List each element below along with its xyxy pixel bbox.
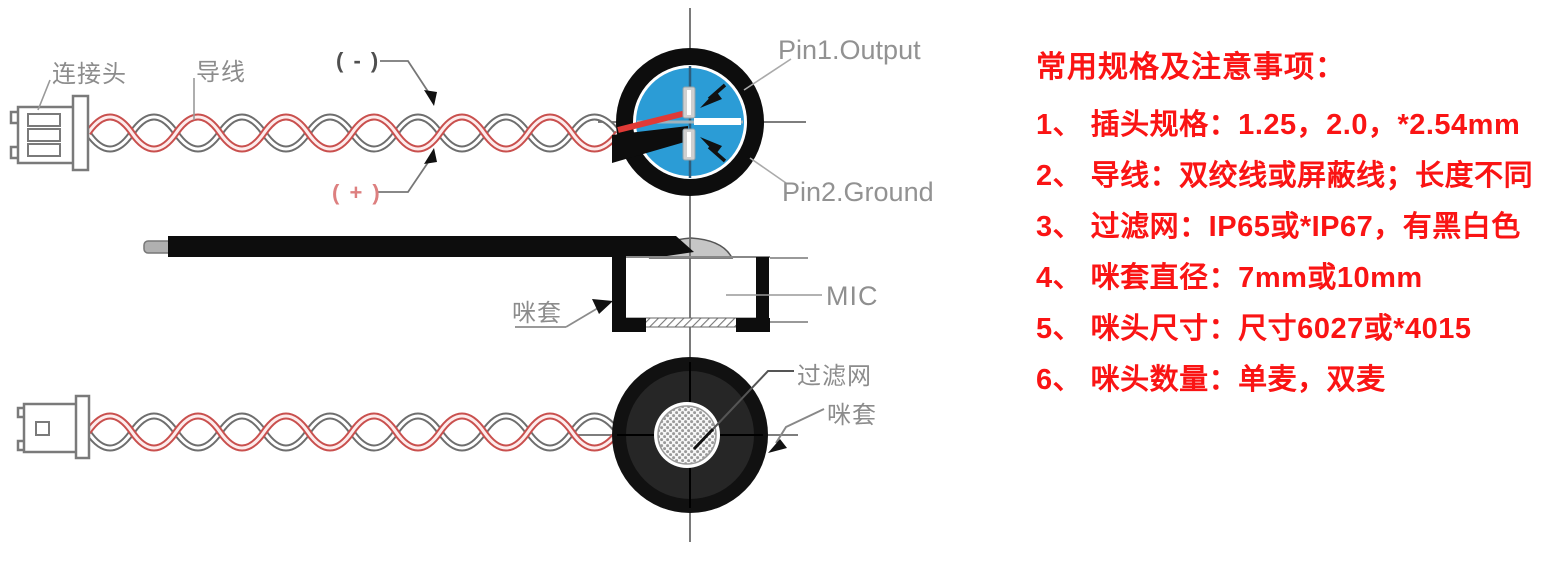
- negative-label: ( - ): [336, 48, 381, 73]
- cross-section-top: [612, 48, 792, 196]
- pin1-output-label: Pin1.Output: [778, 35, 921, 65]
- spec-note-item: 3、 过滤网：IP65或*IP67，有黑白色: [1036, 211, 1521, 243]
- wiring-diagram-svg: [9, 8, 825, 542]
- spec-note-item: 6、 咪头数量：单麦，双麦: [1036, 364, 1386, 396]
- sleeve-label-mid: 咪套: [512, 300, 562, 327]
- cable-tip: [143, 240, 173, 254]
- spec-note-item: 4、 咪套直径：7mm或10mm: [1036, 262, 1423, 294]
- red-conductor: [617, 110, 687, 133]
- spec-notes: 常用规格及注意事项： 1、 插头规格：1.25，2.0，*2.54mm 2、 导…: [1036, 50, 1546, 414]
- connector-bottom: [16, 394, 91, 460]
- connector-leader-line: [37, 79, 51, 111]
- wire-label: 导线: [196, 59, 246, 86]
- mic-label: MIC: [826, 281, 879, 311]
- pin2-leader-line: [749, 157, 787, 184]
- solder-pads: [682, 86, 696, 161]
- filter-leader-line: [712, 370, 794, 430]
- cross-section-bottom: [612, 357, 825, 513]
- filter-mesh-label: 过滤网: [797, 363, 872, 390]
- arrow-to-sleeve-mid: [515, 299, 613, 328]
- spec-notes-title: 常用规格及注意事项：: [1036, 51, 1346, 84]
- twisted-wire-top: [85, 113, 621, 153]
- arrow-to-pin2: [700, 137, 727, 163]
- spec-note-item: 1、 插头规格：1.25，2.0，*2.54mm: [1036, 109, 1521, 141]
- arrow-to-sleeve-bottom: [768, 408, 825, 453]
- black-conductor: [612, 126, 688, 163]
- spec-note-item: 5、 咪头尺寸：尺寸6027或*4015: [1036, 313, 1472, 345]
- connector-top: [9, 94, 90, 172]
- connector-label: 连接头: [52, 61, 127, 88]
- filter-mesh: [657, 405, 717, 465]
- arrow-to-negative-wire: [380, 60, 437, 106]
- positive-label: ( + ): [332, 180, 382, 205]
- pin1-leader-line: [743, 58, 792, 91]
- cable: [143, 236, 694, 257]
- mic-housing: [612, 254, 822, 332]
- sleeve-label-bottom: 咪套: [827, 402, 877, 429]
- arrow-to-pin1: [700, 83, 727, 108]
- spec-note-item: 2、 导线：双绞线或屏蔽线；长度不同: [1036, 160, 1534, 192]
- arrow-to-positive-wire: [378, 148, 437, 193]
- twisted-wire-bottom: [85, 412, 621, 452]
- pin2-ground-label: Pin2.Ground: [782, 177, 934, 207]
